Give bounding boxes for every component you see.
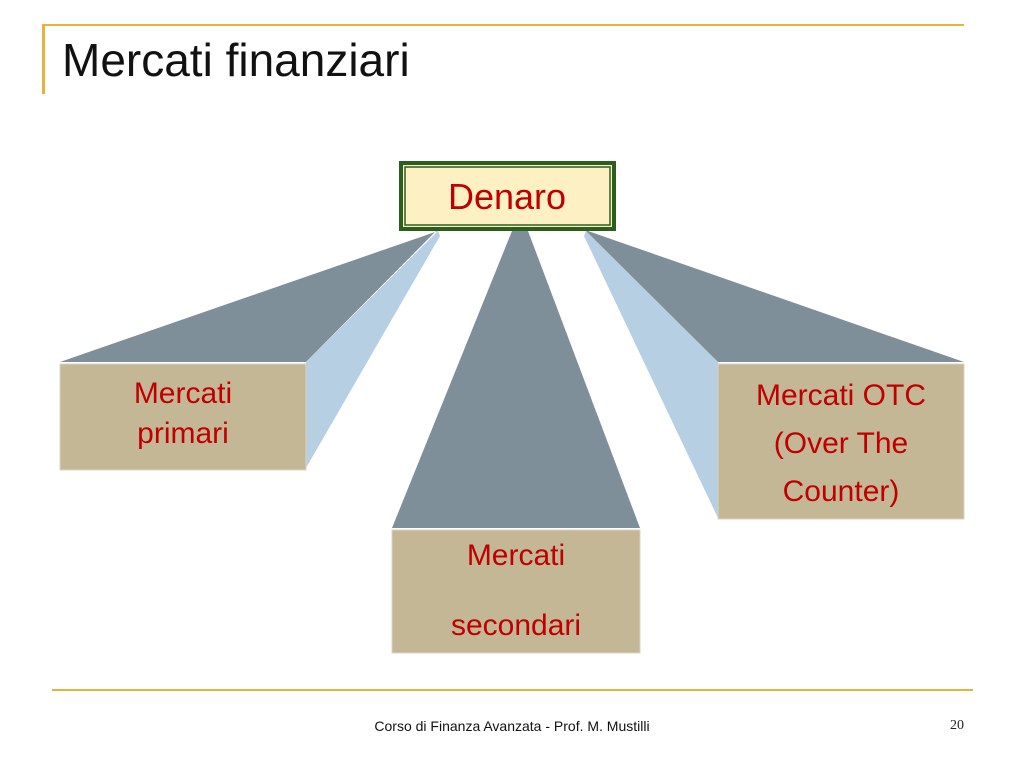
beam-center-top [392, 231, 640, 528]
beam-right-top [586, 231, 964, 362]
node-otc-label: Mercati OTC (Over The Counter) [718, 372, 964, 516]
node-primari-line1: Mercati [133, 377, 233, 410]
node-secondari-box [391, 529, 641, 654]
page-number: 20 [950, 718, 964, 733]
beam-left-top [60, 231, 438, 362]
footer-course-label: Corso di Finanza Avanzata - Prof. M. Mus… [374, 718, 650, 734]
node-root-inner-gap [403, 165, 612, 227]
title-accent-top [43, 24, 964, 26]
node-otc-line1: Mercati OTC [755, 379, 926, 412]
node-root-inner-border [404, 166, 611, 226]
node-primari-box [59, 363, 307, 471]
node-root-text: Denaro [447, 176, 567, 217]
node-root-label: Denaro [405, 168, 609, 226]
node-primari-line2: primari [137, 417, 229, 450]
node-secondari-line1: Mercati [466, 539, 566, 572]
node-otc-line2: (Over The [773, 427, 909, 460]
beam-right-side [584, 231, 718, 518]
slide-title: Mercati finanziari [62, 34, 410, 86]
title-accent-left [42, 24, 45, 94]
node-secondari-label: Mercati secondari [392, 533, 640, 649]
beam-left-side [306, 231, 440, 468]
node-secondari-line2: secondari [450, 609, 582, 642]
footer-divider [52, 689, 973, 691]
node-otc-line3: Counter) [782, 475, 900, 508]
node-otc-box [717, 363, 965, 520]
node-primari-label: Mercati primari [60, 374, 306, 454]
